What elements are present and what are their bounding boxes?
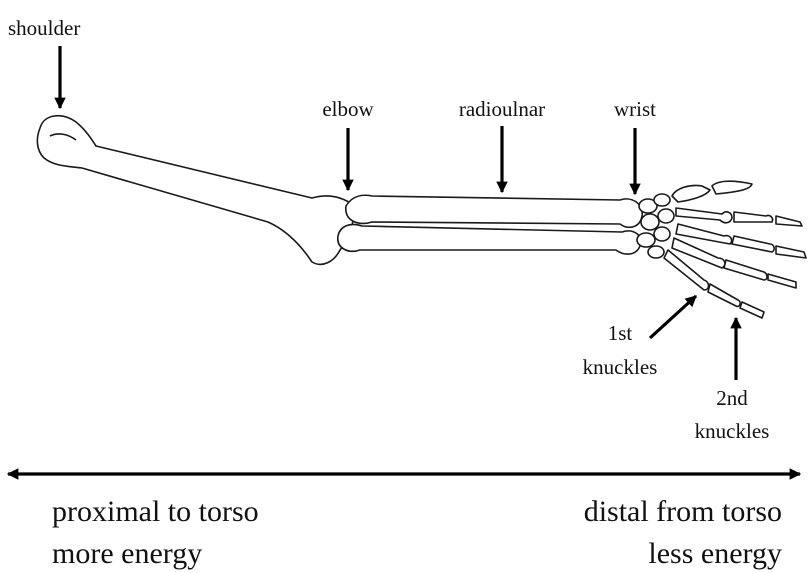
wrist-label: wrist xyxy=(614,97,656,121)
carpal-bones xyxy=(637,194,674,258)
radius-bone xyxy=(346,195,642,227)
elbow-label: elbow xyxy=(322,97,374,121)
thumb-bones xyxy=(672,181,752,202)
second-knuckles-label-line2: knuckles xyxy=(695,419,770,443)
finger-bones xyxy=(664,208,806,318)
proximal-distal-axis: proximal to torso more energy distal fro… xyxy=(8,474,800,570)
ulna-bone xyxy=(338,224,641,254)
second-knuckles-label-line1: 2nd xyxy=(716,386,748,410)
more-energy-label: more energy xyxy=(52,537,202,570)
first-knuckles-label-line2: knuckles xyxy=(583,355,658,379)
shoulder-label: shoulder xyxy=(8,16,80,40)
first-knuckles-label-line1: 1st xyxy=(608,321,633,345)
radioulnar-label: radioulnar xyxy=(459,97,545,121)
arm-bones xyxy=(37,116,806,318)
proximal-label: proximal to torso xyxy=(52,495,259,528)
first-knuckles-arrow xyxy=(650,296,696,338)
distal-label: distal from torso xyxy=(584,495,782,528)
less-energy-label: less energy xyxy=(648,537,782,570)
humerus-bone xyxy=(37,116,353,265)
